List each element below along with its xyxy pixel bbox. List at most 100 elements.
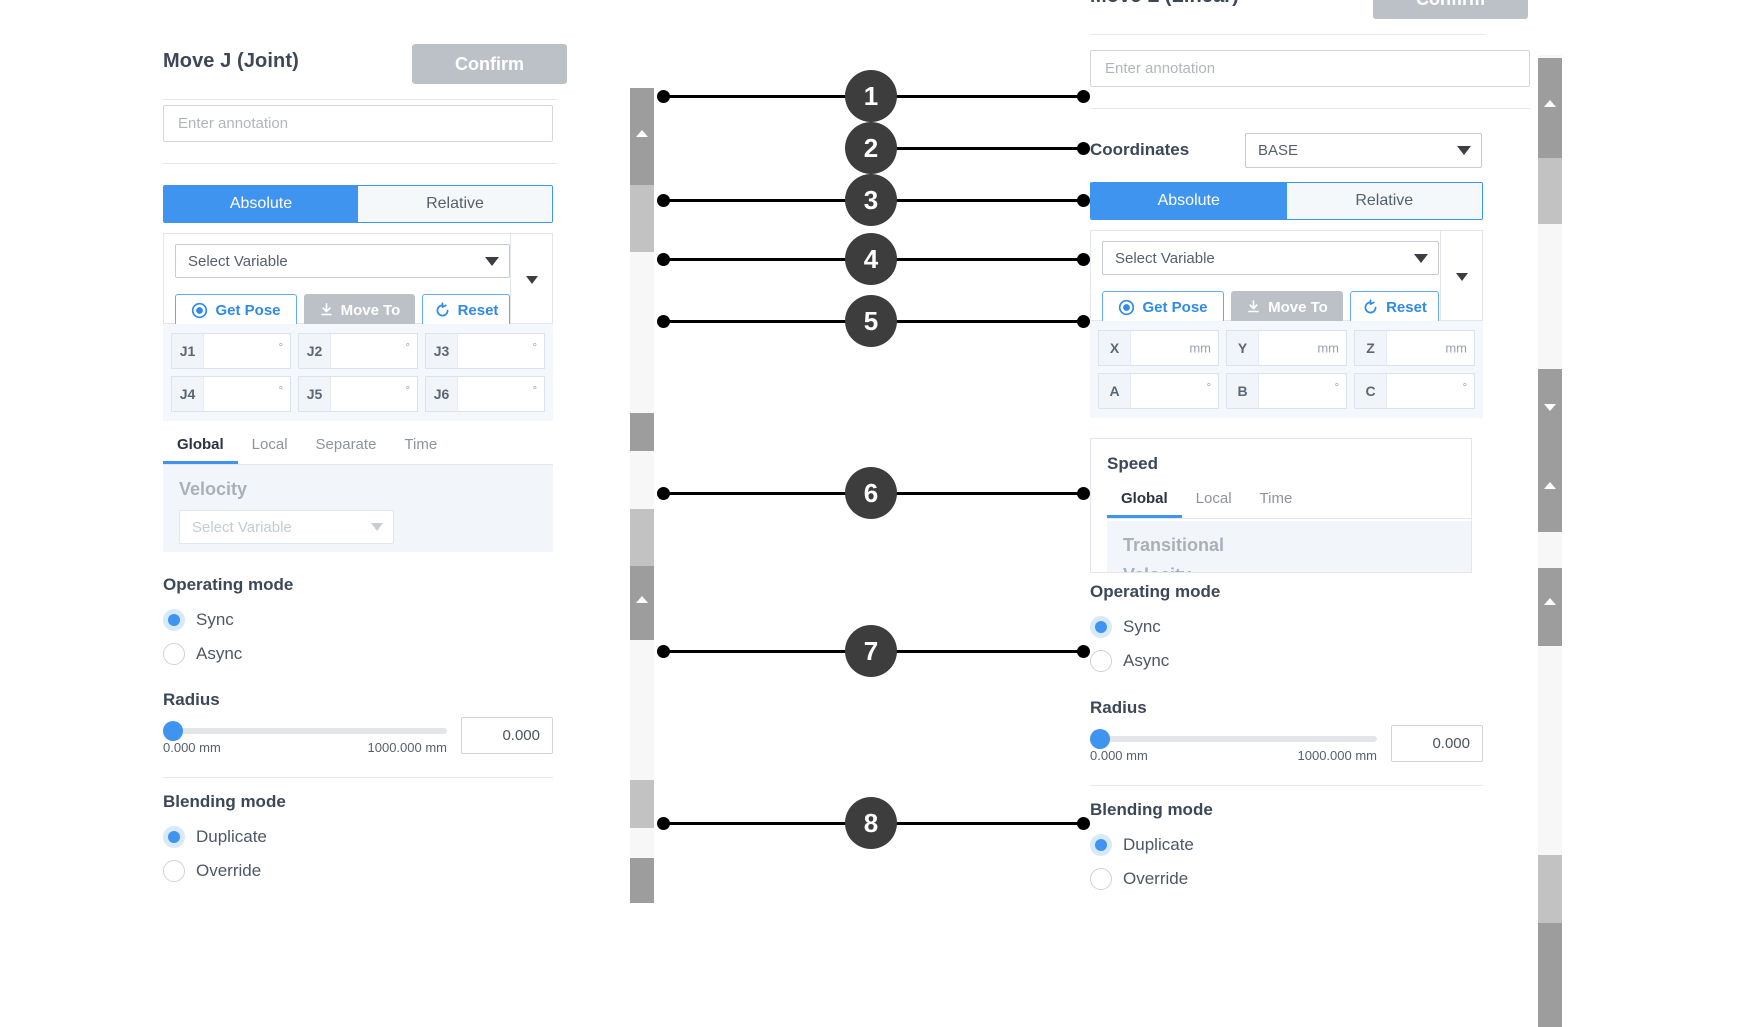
tab-local[interactable]: Local [251, 436, 288, 453]
field-value[interactable]: ° [1131, 374, 1218, 408]
tab-absolute[interactable]: Absolute [164, 186, 358, 222]
radio-duplicate[interactable]: Duplicate [1090, 834, 1483, 856]
move-l-scrollbar-thumb-1[interactable] [1538, 58, 1562, 158]
slider-track[interactable] [163, 728, 447, 734]
field-value[interactable]: ° [204, 377, 290, 411]
field-value[interactable]: mm [1387, 331, 1474, 365]
move-j-variable-select[interactable]: Select Variable [175, 244, 510, 278]
field-value[interactable]: mm [1259, 331, 1346, 365]
radio-icon[interactable] [163, 860, 185, 882]
joint-field-j4[interactable]: J4 ° [171, 376, 291, 412]
field-value[interactable]: ° [458, 334, 544, 368]
radio-async[interactable]: Async [1090, 650, 1483, 672]
radio-override[interactable]: Override [1090, 868, 1483, 890]
move-l-pose-grid: X mm Y mm Z mm A ° [1090, 321, 1483, 418]
radio-icon[interactable] [163, 643, 185, 665]
move-j-scrollbar-thumb-1[interactable] [630, 88, 654, 185]
move-l-get-pose-button[interactable]: Get Pose [1102, 291, 1224, 323]
slider-knob[interactable] [1090, 729, 1110, 749]
joint-field-j5[interactable]: J5 ° [298, 376, 418, 412]
move-l-confirm-button[interactable]: Confirm [1373, 0, 1528, 19]
field-value[interactable]: ° [204, 334, 290, 368]
move-l-expand-toggle[interactable] [1440, 231, 1482, 322]
move-j-reset-button[interactable]: Reset [422, 294, 510, 326]
move-j-velocity-select[interactable]: Select Variable [179, 510, 394, 544]
move-j-expand-toggle[interactable] [510, 234, 552, 325]
move-l-scrollbar-thumb-4[interactable] [1538, 447, 1562, 532]
radius-value-input[interactable]: 0.000 [1391, 725, 1483, 762]
radio-icon[interactable] [163, 609, 185, 631]
get-pose-label: Get Pose [215, 301, 281, 319]
radio-sync[interactable]: Sync [163, 609, 553, 631]
tab-separate[interactable]: Separate [315, 436, 377, 453]
move-l-scrollbar-thumb-7[interactable] [1538, 923, 1562, 1027]
tab-local[interactable]: Local [1195, 490, 1232, 507]
move-l-move-to-button[interactable]: Move To [1231, 291, 1343, 323]
move-l-mode-toggle[interactable]: Absolute Relative [1090, 182, 1483, 220]
radio-override[interactable]: Override [163, 860, 553, 882]
move-l-reset-button[interactable]: Reset [1350, 291, 1439, 323]
radio-icon[interactable] [163, 826, 185, 848]
tab-relative[interactable]: Relative [1286, 183, 1482, 219]
move-j-scrollbar-thumb-3[interactable] [630, 413, 654, 451]
move-j-scrollbar-thumb-4[interactable] [630, 509, 654, 566]
move-j-scrollbar-thumb-6[interactable] [630, 780, 654, 828]
field-value[interactable]: ° [331, 334, 417, 368]
tab-global[interactable]: Global [163, 430, 238, 464]
tab-time[interactable]: Time [404, 436, 438, 453]
move-j-scrollbar-thumb-5[interactable] [630, 566, 654, 640]
move-l-speed-tabs[interactable]: Global Local Time [1107, 484, 1471, 519]
move-j-confirm-button[interactable]: Confirm [412, 44, 567, 84]
move-l-scrollbar-thumb-5[interactable] [1538, 568, 1562, 646]
pose-field-y[interactable]: Y mm [1226, 330, 1347, 366]
radio-sync[interactable]: Sync [1090, 616, 1483, 638]
radio-icon[interactable] [1090, 834, 1112, 856]
field-value[interactable]: ° [331, 377, 417, 411]
field-value[interactable]: ° [458, 377, 544, 411]
move-l-annotation-input[interactable]: Enter annotation [1090, 50, 1530, 87]
pose-field-a[interactable]: A ° [1098, 373, 1219, 409]
joint-field-j2[interactable]: J2 ° [298, 333, 418, 369]
radio-duplicate[interactable]: Duplicate [163, 826, 553, 848]
joint-field-j3[interactable]: J3 ° [425, 333, 545, 369]
move-j-speed-tabs[interactable]: Global Local Separate Time [163, 430, 553, 465]
slider-track[interactable] [1090, 736, 1377, 742]
radio-label: Override [196, 861, 262, 880]
radius-slider[interactable] [163, 721, 447, 741]
pose-field-c[interactable]: C ° [1354, 373, 1475, 409]
move-j-get-pose-button[interactable]: Get Pose [175, 294, 297, 326]
radio-icon[interactable] [1090, 650, 1112, 672]
callout-7: 7 [845, 625, 897, 677]
joint-field-j1[interactable]: J1 ° [171, 333, 291, 369]
move-j-mode-toggle[interactable]: Absolute Relative [163, 185, 553, 223]
radio-icon[interactable] [1090, 616, 1112, 638]
tab-time[interactable]: Time [1259, 490, 1293, 507]
move-j-scrollbar-thumb-2[interactable] [630, 185, 654, 252]
pose-field-x[interactable]: X mm [1098, 330, 1219, 366]
tab-relative[interactable]: Relative [358, 186, 552, 222]
radio-async[interactable]: Async [163, 643, 553, 665]
move-l-scrollbar-thumb-2[interactable] [1538, 158, 1562, 224]
radius-slider[interactable] [1090, 729, 1377, 749]
coordinates-select[interactable]: BASE [1245, 133, 1482, 168]
radius-value-input[interactable]: 0.000 [461, 717, 553, 754]
move-j-scrollbar-thumb-7[interactable] [630, 858, 654, 903]
radio-icon[interactable] [1090, 868, 1112, 890]
pose-field-z[interactable]: Z mm [1354, 330, 1475, 366]
field-label: Y [1227, 331, 1259, 365]
tab-global[interactable]: Global [1107, 484, 1182, 518]
field-value[interactable]: ° [1259, 374, 1346, 408]
move-j-annotation-input[interactable]: Enter annotation [163, 105, 553, 142]
tab-absolute[interactable]: Absolute [1091, 183, 1287, 219]
pose-field-b[interactable]: B ° [1226, 373, 1347, 409]
chevron-up-icon [1544, 598, 1556, 605]
move-l-scrollbar-thumb-3[interactable] [1538, 369, 1562, 447]
move-j-radius-section: Radius 0.000 mm 1000.000 mm 0.000 [163, 690, 553, 778]
move-l-variable-select[interactable]: Select Variable [1102, 241, 1439, 275]
move-l-scrollbar-thumb-6[interactable] [1538, 855, 1562, 923]
field-value[interactable]: ° [1387, 374, 1474, 408]
move-j-move-to-button[interactable]: Move To [304, 294, 415, 326]
slider-knob[interactable] [163, 721, 183, 741]
joint-field-j6[interactable]: J6 ° [425, 376, 545, 412]
field-value[interactable]: mm [1131, 331, 1218, 365]
